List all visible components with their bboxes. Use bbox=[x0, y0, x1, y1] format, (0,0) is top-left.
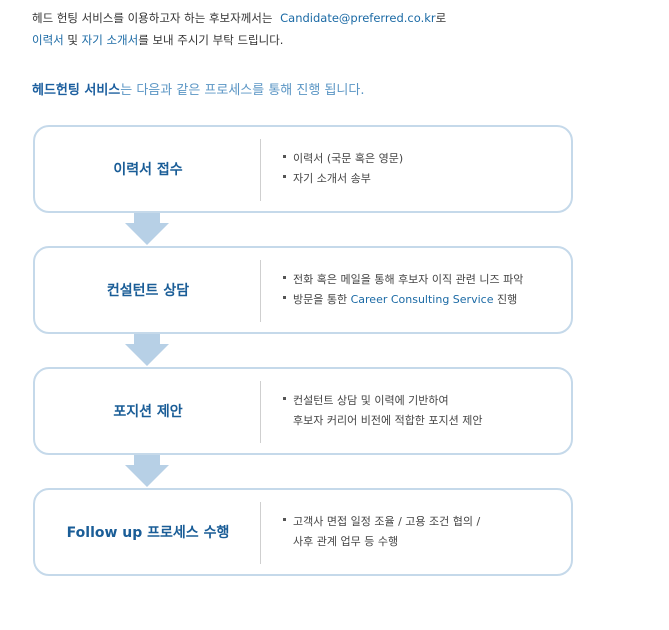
service-highlight: Career Consulting Service bbox=[350, 293, 494, 306]
step-divider bbox=[260, 381, 261, 443]
step-resume-receipt: 이력서 접수 이력서 (국문 혹은 영문) 자기 소개서 송부 bbox=[33, 125, 573, 213]
detail-item-continuation: 사후 관계 업무 등 수행 bbox=[293, 535, 399, 548]
bullet-icon bbox=[283, 276, 286, 279]
step-details: 고객사 면접 일정 조율 / 고용 조건 협의 / 사후 관계 업무 등 수행 bbox=[283, 490, 480, 574]
detail-item: 고객사 면접 일정 조율 / 고용 조건 협의 / bbox=[283, 512, 480, 532]
detail-item: 전화 혹은 메일을 통해 후보자 이직 관련 니즈 파악 bbox=[283, 270, 523, 290]
step-details: 이력서 (국문 혹은 영문) 자기 소개서 송부 bbox=[283, 127, 403, 211]
intro-text: 헤드 헌팅 서비스를 이용하고자 하는 후보자께서는 bbox=[32, 11, 273, 25]
step-follow-up: Follow up 프로세스 수행 고객사 면접 일정 조율 / 고용 조건 협… bbox=[33, 488, 573, 576]
detail-item-continuation: 후보자 커리어 비전에 적합한 포지션 제안 bbox=[293, 414, 483, 427]
lead-rest: 는 다음과 같은 프로세스를 통해 진행 됩니다. bbox=[120, 83, 365, 98]
doc-cover-letter: 자기 소개서 bbox=[81, 33, 139, 47]
bullet-icon bbox=[283, 175, 286, 178]
step-title: Follow up 프로세스 수행 bbox=[66, 525, 230, 541]
step-position-offer: 포지션 제안 컨설턴트 상담 및 이력에 기반하여 후보자 커리어 비전에 적합… bbox=[33, 367, 573, 455]
detail-item: 방문을 통한 Career Consulting Service 진행 bbox=[283, 290, 523, 310]
detail-item: 자기 소개서 송부 bbox=[283, 169, 403, 189]
step-details: 컨설턴트 상담 및 이력에 기반하여 후보자 커리어 비전에 적합한 포지션 제… bbox=[283, 369, 483, 453]
step-details: 전화 혹은 메일을 통해 후보자 이직 관련 니즈 파악 방문을 통한 Care… bbox=[283, 248, 523, 332]
step-divider bbox=[260, 139, 261, 201]
intro-line-1: 헤드 헌팅 서비스를 이용하고자 하는 후보자께서는 Candidate@pre… bbox=[32, 10, 446, 26]
bullet-icon bbox=[283, 155, 286, 158]
intro-line2-rest: 를 보내 주시기 부탁 드립니다. bbox=[138, 33, 284, 47]
detail-item: 컨설턴트 상담 및 이력에 기반하여 bbox=[283, 391, 483, 411]
down-arrow-icon bbox=[125, 455, 169, 487]
step-divider bbox=[260, 502, 261, 564]
step-consultant-meeting: 컨설턴트 상담 전화 혹은 메일을 통해 후보자 이직 관련 니즈 파악 방문을… bbox=[33, 246, 573, 334]
intro-line-2: 이력서 및 자기 소개서를 보내 주시기 부탁 드립니다. bbox=[32, 32, 283, 48]
process-lead: 헤드헌팅 서비스는 다음과 같은 프로세스를 통해 진행 됩니다. bbox=[32, 79, 364, 98]
doc-resume: 이력서 bbox=[32, 33, 64, 47]
step-divider bbox=[260, 260, 261, 322]
detail-item: 이력서 (국문 혹은 영문) bbox=[283, 149, 403, 169]
bullet-icon bbox=[283, 397, 286, 400]
down-arrow-icon bbox=[125, 334, 169, 366]
step-title: 이력서 접수 bbox=[113, 162, 183, 178]
step-title: 포지션 제안 bbox=[113, 404, 183, 420]
step-title: 컨설턴트 상담 bbox=[106, 283, 190, 299]
email-link[interactable]: Candidate@preferred.co.kr bbox=[280, 11, 436, 25]
conjunction: 및 bbox=[63, 33, 82, 47]
bullet-icon bbox=[283, 296, 286, 299]
down-arrow-icon bbox=[125, 213, 169, 245]
bullet-icon bbox=[283, 518, 286, 521]
intro-suffix: 로 bbox=[435, 11, 447, 25]
lead-strong: 헤드헌팅 서비스 bbox=[32, 83, 121, 98]
